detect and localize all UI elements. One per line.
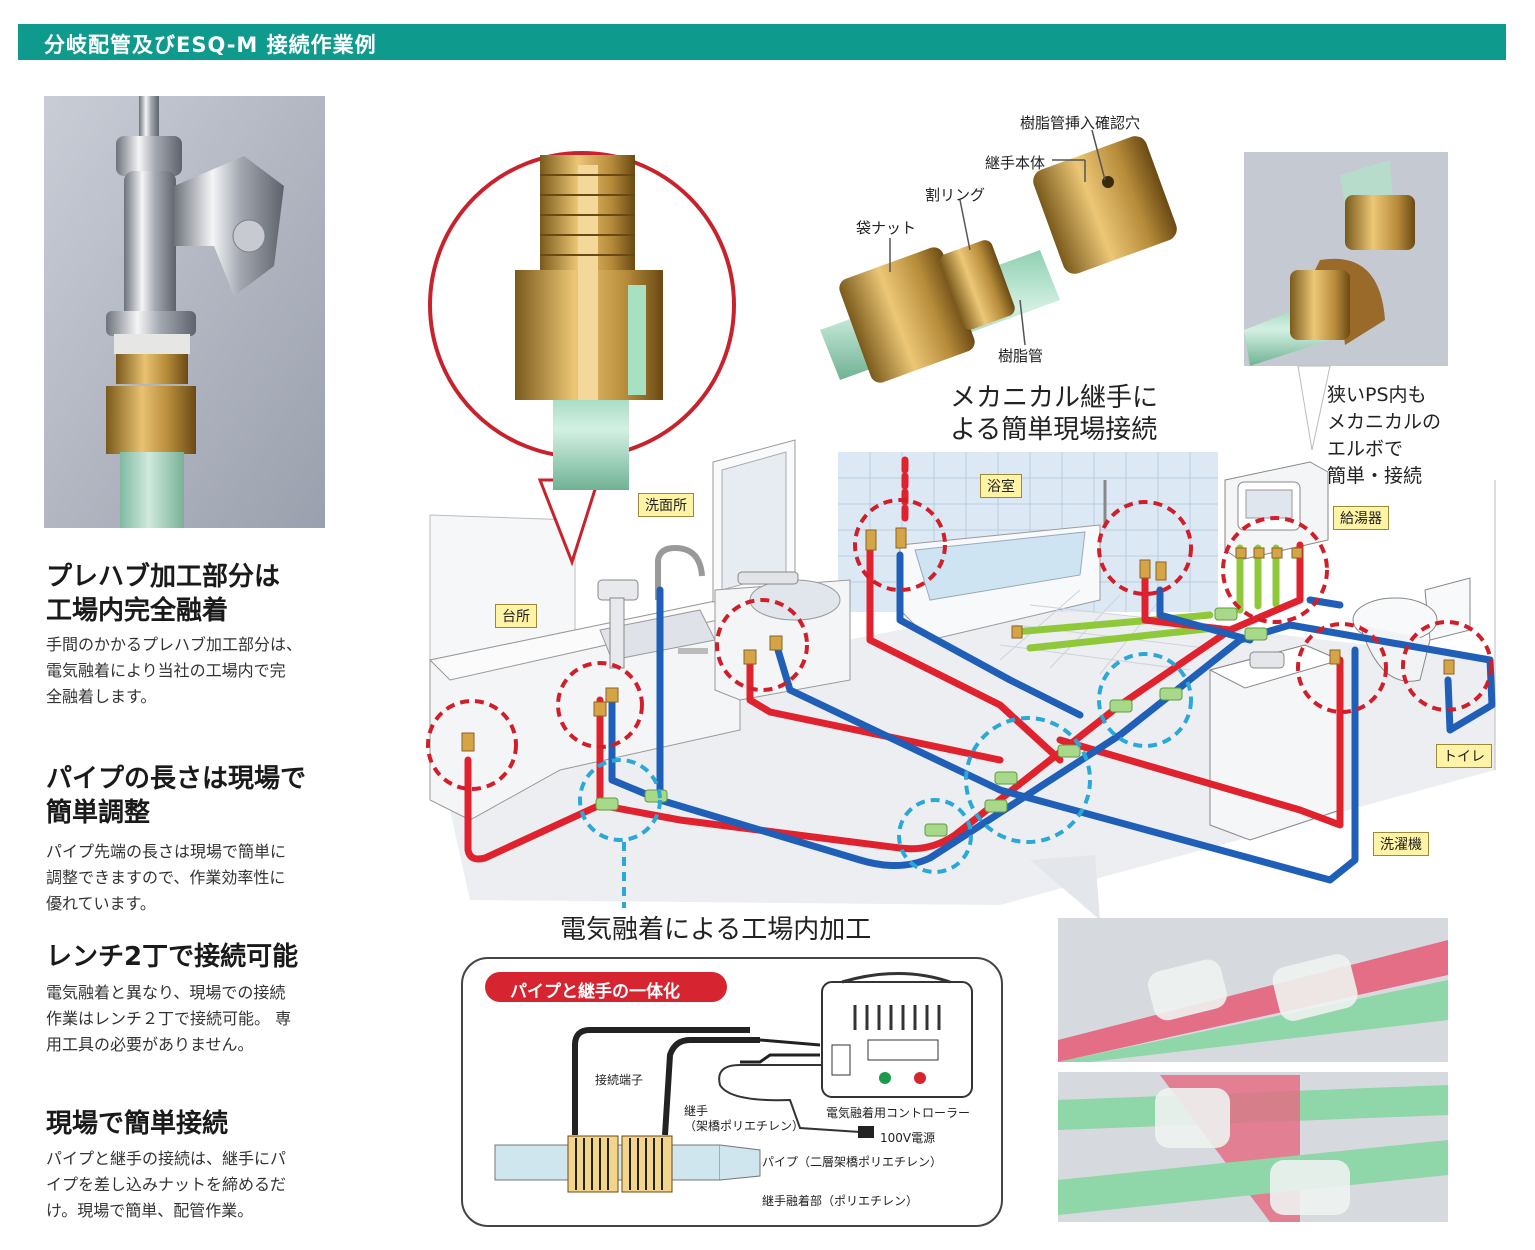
fusion-inset bbox=[461, 957, 1003, 1227]
exploded-fitting bbox=[820, 129, 1177, 383]
terminal-label: 接続端子 bbox=[595, 1073, 644, 1087]
mechanical-joint-callouts bbox=[426, 498, 1493, 791]
room-tag-washroom: 洗面所 bbox=[638, 493, 694, 517]
washroom-vanity bbox=[712, 439, 851, 701]
sec4-title: 現場で簡単接続 bbox=[46, 1109, 229, 1139]
sec1-title: プレハブ加工部分は工場内完全融着 bbox=[46, 562, 281, 626]
sec2-title: パイプの長さは現場で簡単調整 bbox=[46, 764, 307, 828]
brass-fittings bbox=[461, 527, 1455, 752]
section-header: 分岐配管及びESQ-M 接続作業例 bbox=[18, 24, 1506, 60]
section-title: 分岐配管及びESQ-M 接続作業例 bbox=[44, 33, 377, 57]
fusion-part-label: 継手融着部（ポリエチレン） bbox=[762, 1194, 919, 1208]
washing-machine bbox=[1208, 644, 1342, 841]
sec1-body: 手間のかかるプレハブ加工部分は、電気融着により当社の工場内で完全融着します。 bbox=[46, 635, 303, 706]
factory-caption: 電気融着による工場内加工 bbox=[560, 915, 872, 945]
faucet-photo bbox=[44, 96, 325, 528]
split-ring-label: 割リング bbox=[925, 186, 986, 204]
room-tag-water-heater: 給湯器 bbox=[1333, 506, 1389, 530]
fitting-material-label: 継手（架橋ポリエチレン） bbox=[684, 1104, 805, 1133]
room-tag-toilet: トイレ bbox=[1436, 744, 1492, 768]
resin-pipe-label: 樹脂管 bbox=[998, 347, 1044, 365]
power-label: 100V電源 bbox=[880, 1131, 936, 1145]
fusion-joint-callouts bbox=[578, 652, 1193, 908]
inset-pill: パイプと継手の一体化 bbox=[510, 982, 680, 1002]
fusion-photos bbox=[1030, 855, 1448, 1222]
room-tag-kitchen: 台所 bbox=[495, 604, 537, 628]
sec4-body: パイプと継手の接続は、継手にパイプを差し込みナットを締めるだけ。現場で簡単、配管… bbox=[46, 1149, 287, 1220]
check-hole-label: 樹脂管挿入確認穴 bbox=[1020, 114, 1141, 132]
fitting-cutaway-zoom bbox=[428, 151, 736, 567]
bathtub bbox=[899, 480, 1107, 641]
kitchen-faucet bbox=[597, 544, 705, 669]
sec3-body: 電気融着と異なり、現場での接続作業はレンチ２丁で接続可能。 専用工具の必要があり… bbox=[46, 983, 292, 1054]
ps-caption: 狭いPS内もメカニカルのエルボで簡単・接続 bbox=[1327, 384, 1442, 487]
room-tag-bathroom: 浴室 bbox=[980, 474, 1022, 498]
controller-label: 電気融着用コントローラー bbox=[826, 1106, 971, 1120]
bag-nut-label: 袋ナット bbox=[856, 219, 917, 237]
fusion-joints bbox=[595, 607, 1268, 837]
elbow-photo bbox=[1244, 152, 1448, 451]
sec3-title: レンチ2丁で接続可能 bbox=[46, 942, 299, 972]
sec2-body: パイプ先端の長さは現場で簡単に調整できますので、作業効率性に優れています。 bbox=[46, 842, 287, 913]
mechanical-caption: メカニカル継手による簡単現場接続 bbox=[950, 383, 1159, 445]
room-tag-washing-machine: 洗濯機 bbox=[1373, 832, 1429, 856]
water-heater bbox=[1224, 461, 1329, 561]
pipe-material-label: パイプ（二層架橋ポリエチレン） bbox=[762, 1155, 943, 1169]
fitting-body-label: 継手本体 bbox=[985, 154, 1046, 172]
